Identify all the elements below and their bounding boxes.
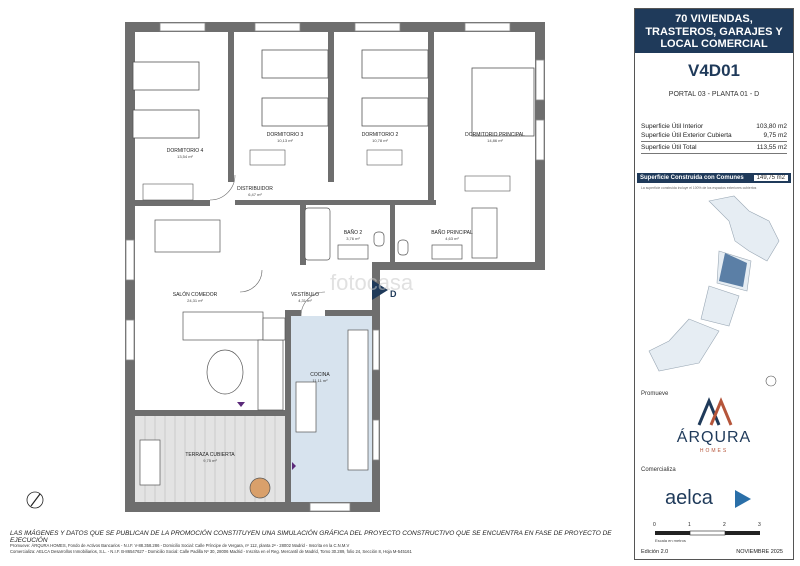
project-title: 70 VIVIENDAS, TRASTEROS, GARAJES Y LOCAL… <box>635 9 793 53</box>
seller-label: Comercializa <box>641 467 676 473</box>
watermark: fotocasa <box>330 270 414 295</box>
unit-code: V4D01 <box>688 61 740 80</box>
promoter-sub: HOMES <box>699 448 729 454</box>
floor-plan <box>26 22 545 512</box>
arqura-logo-icon <box>697 397 733 426</box>
scale-tick: 0 <box>653 522 656 528</box>
portal-info: PORTAL 03 - PLANTA 01 - D <box>668 91 760 98</box>
footer-promoter: Promueve: ÁRQURA HOMES, Fondo de Activos… <box>10 543 350 548</box>
aelca-arrow-icon <box>735 490 751 508</box>
scale-caption: Escala en metros <box>655 538 686 543</box>
edition: Edición 2.0 <box>641 549 669 555</box>
built-note: La superficie construida incluye el 100%… <box>641 186 757 190</box>
scale-tick: 3 <box>758 522 761 528</box>
scale-tick: 1 <box>688 522 691 528</box>
scale-tick: 2 <box>723 522 726 528</box>
scale-bar <box>655 530 760 536</box>
disclaimer: LAS IMÁGENES Y DATOS QUE SE PUBLICAN DE … <box>10 530 612 544</box>
promoter-label: Promueve <box>641 391 669 397</box>
site-plan <box>648 195 780 387</box>
entrance-letter: D <box>390 289 397 299</box>
date: NOVIEMBRE 2025 <box>736 549 783 555</box>
footer-seller: Comercializa: AELCA Desarrollos Inmobili… <box>10 549 412 554</box>
built-surface-bar: Superficie Construida con Comunes 149,75… <box>637 173 791 183</box>
info-panel: 70 VIVIENDAS, TRASTEROS, GARAJES Y LOCAL… <box>634 8 794 560</box>
promoter-brand: ÁRQURA <box>676 429 752 446</box>
seller-brand: aelca <box>665 487 713 509</box>
